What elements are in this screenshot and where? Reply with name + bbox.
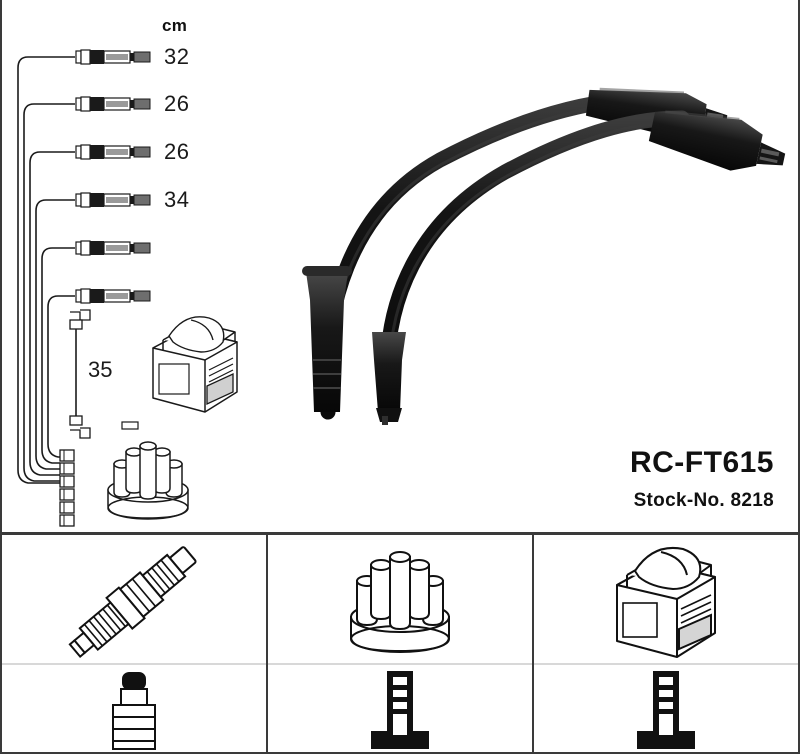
coil-lead-length: 35 — [88, 357, 113, 382]
legend-divider — [534, 663, 798, 665]
legend-divider — [2, 663, 266, 665]
distributor-cap-drawing — [107, 441, 189, 520]
legend-top-distributor-cap — [268, 535, 532, 663]
spark-plug-boot-icon — [112, 672, 156, 750]
wire-harness-drawing — [17, 49, 151, 527]
legend-bottom-spark-plug — [2, 663, 266, 754]
ignition-cable-lower — [372, 110, 786, 425]
terminal-block-drawing — [59, 449, 75, 527]
legend-cell-distributor-cap — [268, 535, 534, 752]
legend-cell-ignition-coil — [534, 535, 798, 752]
legend-bottom-ignition-coil — [534, 663, 798, 754]
legend-top-ignition-coil — [534, 535, 798, 663]
spark-plug-icon — [68, 546, 197, 659]
coil-boot-icon — [637, 671, 695, 749]
small-terminal-tag — [121, 421, 139, 430]
ignition-cable-photos — [302, 87, 786, 425]
lead-connectors — [75, 49, 151, 304]
coil-lead-boots — [69, 309, 91, 439]
legend-bottom-distributor-cap — [268, 663, 532, 754]
lead-length-3: 26 — [164, 139, 190, 164]
distributor-cap-icon — [350, 551, 450, 653]
lead-length-2: 26 — [164, 91, 190, 116]
ignition-coil-drawing — [152, 316, 238, 413]
unit-header: cm — [162, 16, 188, 35]
lead-length-1: 32 — [164, 44, 190, 69]
ignition-coil-icon — [616, 547, 716, 658]
legend-strip — [0, 532, 800, 754]
legend-cell-spark-plug — [2, 535, 268, 752]
lead-length-4: 34 — [164, 187, 190, 212]
upper-illustration-panel — [0, 0, 800, 532]
product-code: RC-FT615 — [629, 446, 774, 479]
stock-number: Stock-No. 8218 — [633, 490, 774, 511]
legend-divider — [268, 663, 532, 665]
distributor-boot-icon — [371, 671, 429, 749]
legend-top-spark-plug — [2, 535, 266, 663]
